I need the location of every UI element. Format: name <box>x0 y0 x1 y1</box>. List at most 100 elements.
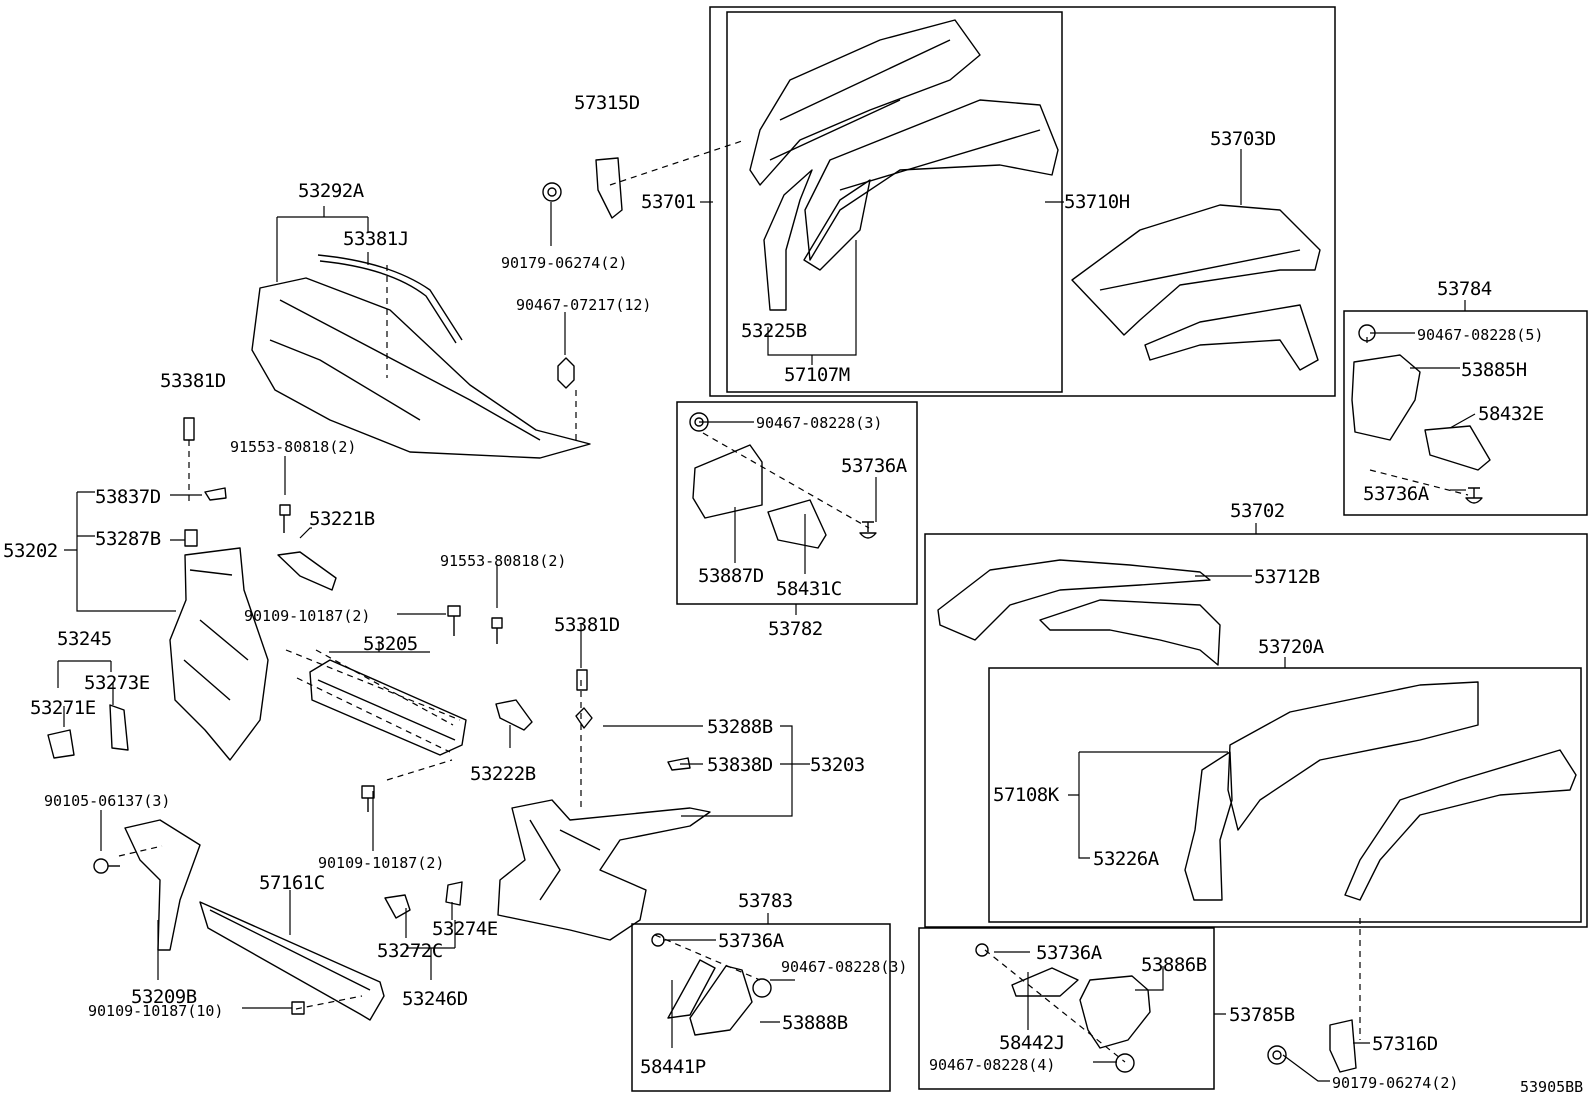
label-53736A-c: 53736A <box>718 930 784 952</box>
part-53272C <box>384 894 411 919</box>
label-90109-10187-10: 90109-10187(10) <box>88 1002 224 1020</box>
label-53381J: 53381J <box>343 228 409 250</box>
part-53720A-inner <box>1039 599 1221 666</box>
label-90467-08228-4: 90467-08228(4) <box>929 1056 1056 1074</box>
part-53887D <box>692 444 763 519</box>
label-53782: 53782 <box>768 618 823 640</box>
label-53736A-d: 53736A <box>1036 942 1102 964</box>
part-53203 <box>497 799 711 941</box>
label-53202: 53202 <box>3 540 58 562</box>
part-57108K <box>1227 681 1479 831</box>
part-57316D <box>1329 1019 1357 1073</box>
label-57161C: 57161C <box>259 872 325 894</box>
label-53886B: 53886B <box>1141 954 1207 976</box>
label-58441P: 58441P <box>640 1056 706 1078</box>
part-53888B <box>689 965 753 1036</box>
part-53221B <box>277 551 337 591</box>
label-57315D: 57315D <box>574 92 640 114</box>
label-53246D: 53246D <box>402 988 468 1010</box>
label-53226A: 53226A <box>1093 848 1159 870</box>
part-57161C <box>199 901 385 1021</box>
part-58432E <box>1424 425 1491 471</box>
label-90109-10187-a: 90109-10187(2) <box>244 607 371 625</box>
label-57107M: 57107M <box>784 364 850 386</box>
label-53783: 53783 <box>738 890 793 912</box>
part-57107M <box>803 179 871 271</box>
part-53205 <box>309 659 467 756</box>
label-53710H: 53710H <box>1064 191 1130 213</box>
label-53702: 53702 <box>1230 500 1285 522</box>
part-53202 <box>169 547 269 761</box>
diagram-id: 53905BB <box>1520 1078 1584 1096</box>
part-53712B <box>937 559 1211 641</box>
label-53287B: 53287B <box>95 528 161 550</box>
part-53222B <box>495 699 533 731</box>
label-53888B: 53888B <box>782 1012 848 1034</box>
part-53271E <box>47 729 75 759</box>
part-58442J <box>1011 967 1079 997</box>
label-58442J: 58442J <box>999 1032 1065 1054</box>
group-box-53782 <box>676 401 918 605</box>
label-53837D: 53837D <box>95 486 161 508</box>
label-90467-08228-5: 90467-08228(5) <box>1417 326 1544 344</box>
label-90467-08228-3-b: 90467-08228(3) <box>781 958 908 976</box>
label-58432E: 58432E <box>1478 403 1544 425</box>
label-53273E: 53273E <box>84 672 150 694</box>
part-53292A <box>251 277 591 459</box>
label-53712B: 53712B <box>1254 566 1320 588</box>
label-53271E: 53271E <box>30 697 96 719</box>
label-53221B: 53221B <box>309 508 375 530</box>
label-90105-06137: 90105-06137(3) <box>44 792 171 810</box>
label-53701: 53701 <box>641 191 696 213</box>
label-53720A: 53720A <box>1258 636 1324 658</box>
label-53225B: 53225B <box>741 320 807 342</box>
label-53381D-left: 53381D <box>160 370 226 392</box>
label-91553-80818-b: 91553-80818(2) <box>440 552 567 570</box>
label-53785B: 53785B <box>1229 1004 1295 1026</box>
label-90109-10187-b: 90109-10187(2) <box>318 854 445 872</box>
part-53886B <box>1079 975 1151 1049</box>
label-90179-06274-bot: 90179-06274(2) <box>1332 1074 1459 1092</box>
label-53736A-b: 53736A <box>1363 483 1429 505</box>
label-53203: 53203 <box>810 754 865 776</box>
label-57108K: 57108K <box>993 784 1059 806</box>
part-53703D <box>1071 204 1321 336</box>
label-53885H: 53885H <box>1461 359 1527 381</box>
label-53838D: 53838D <box>707 754 773 776</box>
group-box-53785B <box>918 927 1215 1090</box>
part-53710H <box>804 99 1059 261</box>
part-57315D <box>595 157 623 219</box>
label-53245: 53245 <box>57 628 112 650</box>
label-53381D-mid: 53381D <box>554 614 620 636</box>
label-90467-08228-3-a: 90467-08228(3) <box>756 414 883 432</box>
part-53720A <box>1344 749 1577 901</box>
part-53381J <box>317 254 463 341</box>
label-53887D: 53887D <box>698 565 764 587</box>
part-53225B <box>763 169 813 311</box>
label-90179-06274-top: 90179-06274(2) <box>501 254 628 272</box>
part-58431C <box>767 499 827 549</box>
label-57316D: 57316D <box>1372 1033 1438 1055</box>
label-53292A: 53292A <box>298 180 364 202</box>
label-53205: 53205 <box>363 633 418 655</box>
label-53736A-a: 53736A <box>841 455 907 477</box>
label-53784: 53784 <box>1437 278 1492 300</box>
part-53273E <box>109 704 129 751</box>
label-53288B: 53288B <box>707 716 773 738</box>
label-53209B: 53209B <box>131 986 197 1008</box>
label-53222B: 53222B <box>470 763 536 785</box>
part-58441P <box>667 959 716 1019</box>
label-91553-80818-a: 91553-80818(2) <box>230 438 357 456</box>
label-53703D: 53703D <box>1210 128 1276 150</box>
part-53274E <box>445 881 463 906</box>
part-53226A <box>1184 751 1233 901</box>
part-53209B <box>124 819 201 951</box>
group-box-53783 <box>631 923 891 1092</box>
label-90467-07217: 90467-07217(12) <box>516 296 652 314</box>
part-53885H <box>1351 354 1421 441</box>
label-58431C: 58431C <box>776 578 842 600</box>
part-53701 <box>749 19 981 186</box>
label-53274E: 53274E <box>432 918 498 940</box>
label-53272C: 53272C <box>377 940 443 962</box>
